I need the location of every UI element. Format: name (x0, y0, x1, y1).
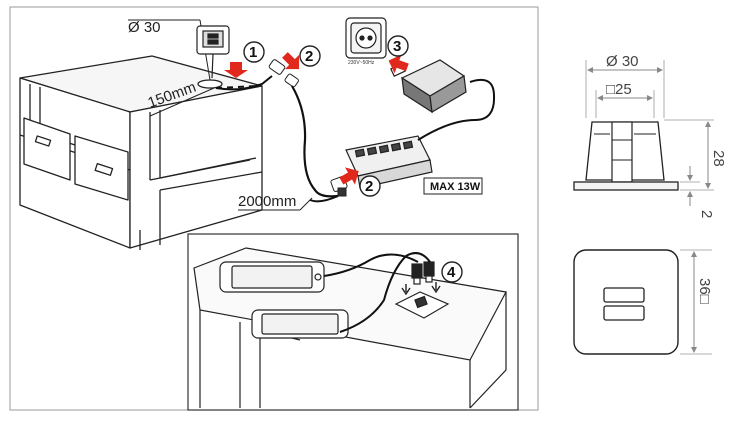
side-view-drawing: Ø 30 □25 28 2 (573, 53, 727, 218)
usb-charger-unit (196, 25, 230, 79)
step-1-badge: 1 (243, 41, 265, 63)
cable-connector-top (268, 59, 299, 88)
max-power-box (423, 177, 483, 195)
flange-label: 2 (698, 210, 715, 218)
cable-150mm (215, 75, 273, 91)
step-2b-badge: 2 (359, 175, 381, 197)
svg-text:2: 2 (305, 48, 313, 65)
socket-voltage-label: 230V~50Hz (348, 60, 375, 66)
connect-arrow-2b (339, 167, 359, 185)
cable-long-label: 2000mm (238, 193, 296, 210)
cable-adapter (417, 78, 496, 141)
svg-text:3: 3 (393, 38, 401, 55)
step-3-badge: 3 (387, 35, 409, 57)
cabinet-drawing (19, 55, 263, 250)
cable-main (291, 85, 339, 198)
smartphone-top (219, 261, 325, 293)
cable-tail (309, 195, 339, 203)
inner-square-label: □25 (606, 81, 632, 98)
height-label: 28 (710, 150, 727, 167)
svg-text:4: 4 (447, 264, 456, 281)
square-size-label: 36□ (696, 278, 713, 304)
max-power-label: MAX 13W (430, 181, 481, 193)
step-4-badge: 4 (441, 261, 463, 283)
insert-arrow-1 (224, 62, 248, 78)
svg-text:1: 1 (249, 44, 257, 61)
wall-socket (345, 17, 387, 59)
hole-diameter-label: Ø 30 (128, 19, 161, 36)
smartphone-bottom (251, 309, 349, 339)
distribution-hub (345, 135, 433, 189)
svg-text:2: 2 (365, 178, 373, 195)
usb-cable-2 (339, 252, 431, 333)
connect-arrow-2a (282, 52, 300, 70)
desk-charger (394, 291, 450, 319)
step-2-badge: 2 (299, 45, 321, 67)
outer-diameter-label: Ø 30 (606, 53, 639, 70)
usb-cable-1 (323, 253, 419, 277)
plug-arrow-3 (388, 54, 409, 74)
top-view-drawing: 36□ (573, 249, 713, 355)
